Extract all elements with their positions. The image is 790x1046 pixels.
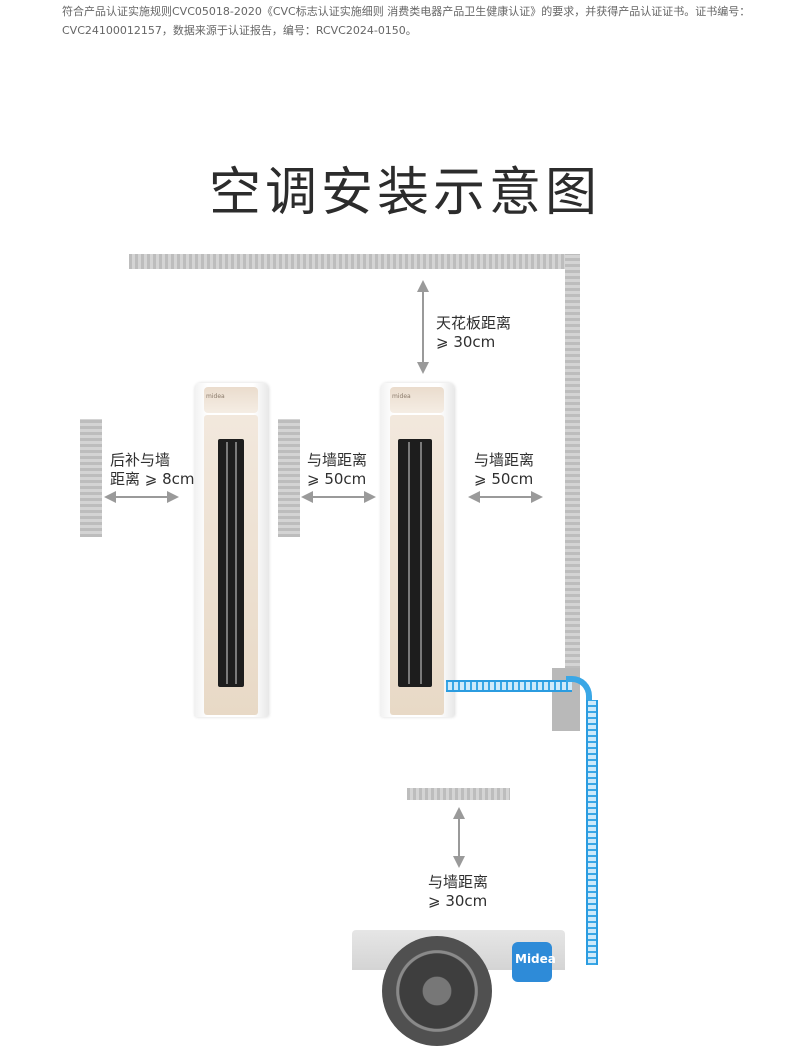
right-wall: [565, 254, 580, 669]
outdoor-label-line2: ⩾ 30cm: [428, 892, 488, 910]
pipe-vertical: [586, 700, 598, 965]
unit-right-air-vent: [398, 439, 432, 687]
outdoor-fan-icon: [382, 936, 492, 1046]
side-wall-b-label-line1: 与墙距离: [474, 451, 535, 469]
outdoor-unit: Midea: [352, 930, 565, 1046]
ceiling-label: 天花板距离 ⩾ 30cm: [436, 314, 511, 352]
outdoor-label-line1: 与墙距离: [428, 873, 489, 891]
pipe-horizontal: [446, 680, 572, 692]
side-wall-middle: [278, 419, 300, 537]
outdoor-label: 与墙距离 ⩾ 30cm: [428, 873, 488, 911]
unit-right-top-panel: [390, 387, 444, 413]
certification-note: 符合产品认证实施规则CVC05018-2020《CVC标志认证实施细则 消费类电…: [62, 2, 762, 40]
indoor-unit-right: midea: [380, 383, 454, 717]
unit-right-badge: midea: [392, 393, 411, 400]
side-wall-a-label-line2: ⩾ 50cm: [307, 470, 367, 488]
indoor-unit-left: midea: [194, 383, 268, 717]
measurement-arrows: [104, 280, 543, 868]
ceiling-label-line2: ⩾ 30cm: [436, 333, 496, 351]
unit-left-top-panel: [204, 387, 258, 413]
ceiling-label-line1: 天花板距离: [436, 314, 512, 332]
side-wall-b-label: 与墙距离 ⩾ 50cm: [474, 451, 534, 489]
back-wall-left: [80, 419, 102, 537]
side-wall-a-label: 与墙距离 ⩾ 50cm: [307, 451, 367, 489]
brand-logo-text: Midea: [515, 952, 556, 966]
certification-line-1: 符合产品认证实施规则CVC05018-2020《CVC标志认证实施细则 消费类电…: [62, 5, 751, 18]
outdoor-wall: [407, 788, 510, 800]
back-wall-label-line2: 距离 ⩾ 8cm: [110, 470, 195, 488]
ceiling-wall: [129, 254, 580, 269]
back-wall-label: 后补与墙 距离 ⩾ 8cm: [110, 451, 195, 489]
certification-line-2: CVC24100012157，数据来源于认证报告，编号：RCVC2024-015…: [62, 24, 417, 37]
back-wall-label-line1: 后补与墙: [110, 451, 171, 469]
page-title: 空调安装示意图: [208, 163, 601, 223]
side-wall-a-label-line1: 与墙距离: [307, 451, 368, 469]
unit-left-air-vent: [218, 439, 244, 687]
unit-left-badge: midea: [206, 393, 225, 400]
pipe-elbow: [566, 676, 592, 702]
side-wall-b-label-line2: ⩾ 50cm: [474, 470, 534, 488]
